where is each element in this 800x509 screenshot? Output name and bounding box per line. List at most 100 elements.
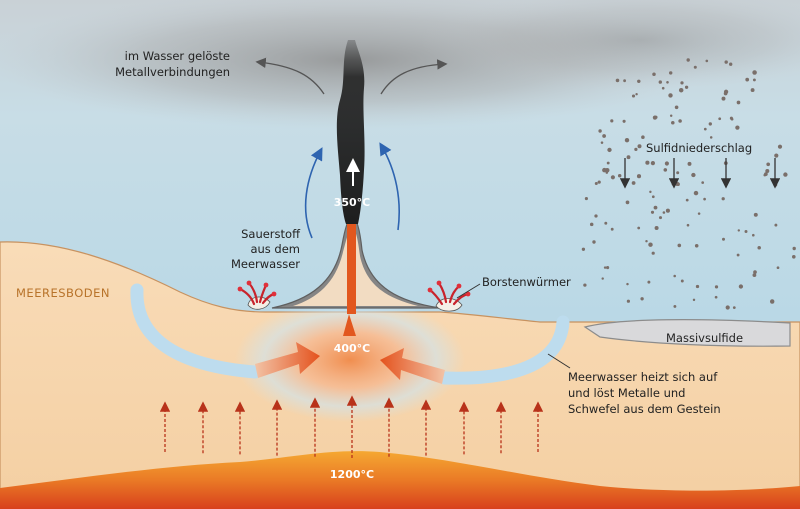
sulfide-particle	[729, 116, 733, 120]
sulfide-particle	[650, 210, 655, 214]
seawater-label-line3: Schwefel aus dem Gestein	[568, 402, 721, 416]
sulfide-particle	[650, 161, 656, 166]
sulfide-particle	[635, 93, 638, 96]
seawater-leader-line	[547, 353, 571, 369]
sulfide-particle	[649, 190, 652, 194]
sulfide-particle	[615, 78, 620, 83]
sulfide-particle	[745, 77, 750, 82]
plume-temperature-label: 350°C	[334, 196, 371, 209]
sulfide-particle	[637, 79, 641, 84]
sulfide-particle	[598, 129, 602, 133]
sulfide-particle	[766, 162, 771, 167]
sulfide-particle	[631, 181, 636, 185]
sulfide-particle	[654, 115, 658, 119]
sulfide-particle	[735, 125, 740, 130]
sulfide-particle	[622, 119, 626, 123]
sulfide-particle	[776, 266, 780, 270]
magma-temperature-label: 1200°C	[330, 468, 374, 481]
vent-heat-glow	[235, 298, 465, 422]
cold-water-path-right	[438, 315, 570, 385]
sulfide-particle	[721, 197, 725, 201]
sulfide-particle	[658, 216, 663, 220]
hot-water-arrow-right	[380, 348, 445, 384]
sulfide-particle	[653, 205, 658, 210]
sulfide-particle	[769, 299, 775, 304]
sulfide-particle	[648, 242, 653, 247]
sulfide-particle	[623, 79, 626, 83]
sulfide-particle	[645, 160, 650, 165]
sulfide-particle	[792, 246, 796, 251]
settling-arrows	[619, 158, 781, 189]
sulfide-particle	[722, 237, 725, 241]
hot-water-arrow-left	[255, 342, 320, 378]
sulfide-particle	[664, 161, 669, 166]
sulfide-particle	[703, 127, 707, 131]
heat-flux-arrows	[159, 395, 544, 458]
sulfide-particle	[752, 70, 757, 75]
sulfide-particle	[673, 274, 676, 278]
sulfide-precipitation-label: Sulfidniederschlag	[646, 141, 752, 155]
sulfide-particle	[626, 155, 631, 160]
sulfide-particle	[651, 195, 655, 199]
dissolved-metals-label-line1: im Wasser gelöste	[125, 49, 230, 63]
sulfide-particle	[677, 243, 682, 248]
sulfide-particle	[668, 71, 673, 75]
sulfide-particle	[654, 225, 659, 231]
sulfide-particle	[732, 306, 736, 309]
sulfide-particle	[705, 59, 709, 63]
sulfide-particle	[663, 168, 668, 172]
sulfide-particle	[636, 174, 642, 179]
sulfide-particle	[687, 161, 692, 166]
sulfide-particle	[708, 122, 712, 126]
sulfide-particle	[691, 172, 696, 178]
upper-haze	[420, 0, 800, 90]
sulfide-particle	[604, 221, 608, 225]
hot-fluid-channel	[347, 222, 356, 314]
sulfide-particle	[777, 144, 783, 149]
sulfide-particle	[774, 223, 778, 227]
sulfide-particle	[634, 147, 638, 152]
sulfide-particle	[736, 253, 740, 257]
sulfide-particle	[666, 81, 669, 84]
sulfide-particle	[714, 295, 718, 299]
sulfide-particle	[737, 229, 741, 232]
sulfide-particle	[676, 171, 680, 175]
sulfide-particle	[637, 144, 642, 149]
vent-temperature-label: 400°C	[334, 342, 371, 355]
magma-chamber	[0, 451, 800, 509]
sulfide-particle	[729, 62, 733, 66]
sulfide-particle	[709, 136, 713, 139]
sulfide-particle	[738, 284, 744, 289]
sulfide-particle	[678, 119, 682, 123]
sulfide-particle	[581, 247, 586, 251]
dissolved-metals-label-line2: Metallverbindungen	[115, 65, 230, 79]
sulfide-particle	[607, 147, 612, 153]
sulfide-particle	[693, 65, 697, 69]
sulfide-particle	[703, 197, 706, 201]
sulfide-particle	[584, 197, 588, 201]
seawater-label-line2: und löst Metalle und	[568, 386, 685, 400]
sulfide-particles	[581, 58, 796, 310]
sulfide-particle	[783, 172, 788, 177]
oxygen-label-line2: aus dem	[250, 242, 300, 256]
massive-sulfide-label: Massivsulfide	[666, 331, 743, 345]
sulfide-particle	[753, 270, 757, 274]
sulfide-particle	[658, 80, 662, 84]
worms-label: Borstenwürmer	[482, 275, 571, 289]
sulfide-particle	[626, 299, 630, 303]
sulfide-particle	[589, 222, 594, 227]
sulfide-particle	[661, 86, 665, 90]
sulfide-particle	[752, 273, 757, 277]
sulfide-particle	[652, 72, 656, 76]
sulfide-particle	[617, 173, 622, 178]
sulfide-particle	[651, 251, 655, 255]
sulfide-particle	[774, 153, 779, 158]
sulfide-particle	[678, 87, 684, 93]
sulfide-particle	[624, 137, 630, 143]
sulfide-particle	[594, 181, 598, 186]
sulfide-particle	[641, 135, 645, 139]
sulfide-particle	[686, 58, 690, 62]
tube-worms-left	[237, 280, 277, 310]
sulfide-particle	[665, 208, 670, 213]
